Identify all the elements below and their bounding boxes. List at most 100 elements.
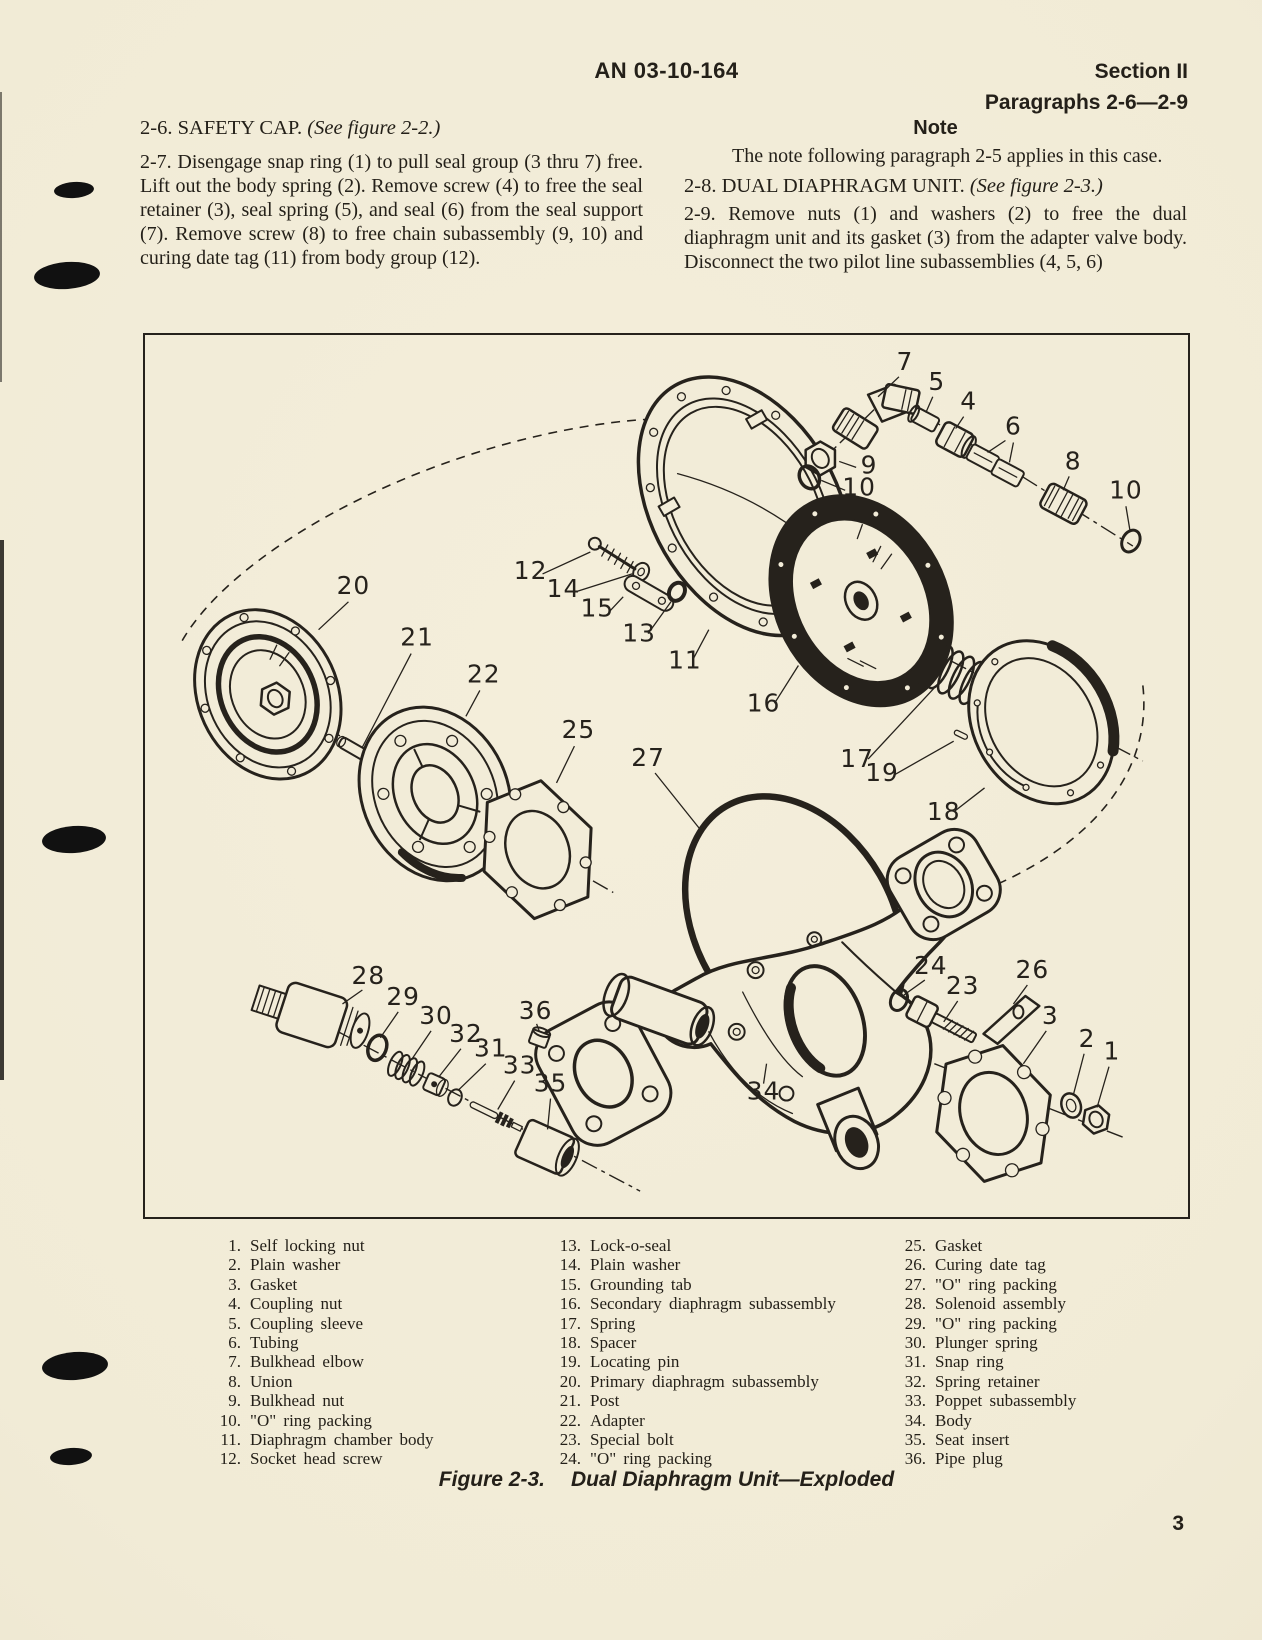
- parts-list-item: 6.Tubing: [228, 1333, 299, 1353]
- parts-list-item: 1.Self locking nut: [228, 1236, 365, 1255]
- part-32-spring-retainer: [422, 1072, 449, 1097]
- callout-leader-line: [953, 787, 985, 813]
- figure-callout-number: 14: [547, 574, 581, 603]
- scan-edge-artifact: [0, 92, 2, 382]
- figure-callout-number: 22: [467, 659, 501, 688]
- parts-list-item: 2.Plain washer: [228, 1255, 341, 1275]
- part-35-seat-insert: [514, 1118, 580, 1177]
- figure-callout-number: 10: [1109, 475, 1143, 504]
- parts-list-item: 16.Secondary diaphragm subassembly: [559, 1294, 836, 1314]
- part-10-o-ring: [1120, 528, 1142, 554]
- parts-list-item: 10."O" ring packing: [219, 1410, 372, 1430]
- figure-callout-number: 20: [337, 571, 371, 600]
- figure-callout-number: 35: [534, 1069, 568, 1098]
- punch-hole-mark: [41, 823, 107, 856]
- part-31-snap-ring: [447, 1088, 463, 1107]
- parts-list-item: 15.Grounding tab: [559, 1274, 692, 1294]
- figure-callout-number: 36: [519, 996, 553, 1025]
- figure-callout-number: 3: [1042, 1001, 1059, 1030]
- part-7-bulkhead-elbow: [831, 383, 921, 450]
- centerline: [281, 1001, 641, 1192]
- callout-leader-line: [575, 573, 633, 593]
- figure-callout-number: 10: [842, 472, 876, 501]
- figure-callout-number: 18: [927, 797, 961, 826]
- callout-layer: 7546810910121415131116171918202122252728…: [318, 347, 1143, 1130]
- heading-2-6-figure-ref: (See figure 2-2.): [307, 117, 441, 139]
- parts-list-item: 21.Post: [559, 1391, 620, 1411]
- part-29-o-ring: [366, 1033, 389, 1063]
- callout-leader-line: [608, 596, 624, 613]
- part-33-poppet-subassembly: [469, 1101, 523, 1132]
- callout-leader-line: [411, 1030, 432, 1060]
- parts-list-item: 30.Plunger spring: [904, 1333, 1038, 1353]
- part-8-union: [1039, 482, 1088, 525]
- parts-list-item: 4.Coupling nut: [228, 1294, 343, 1314]
- doc-number: AN 03-10-164: [594, 58, 739, 83]
- parts-list-item: 8.Union: [228, 1371, 293, 1391]
- parts-list-item: 29."O" ring packing: [904, 1313, 1057, 1333]
- callout-leader-line: [1125, 506, 1131, 531]
- figure-callout-number: 29: [386, 982, 420, 1011]
- figure-callout-number: 13: [622, 619, 656, 648]
- part-24-o-ring: [888, 988, 910, 1012]
- heading-2-8: 2-8. DUAL DIAPHRAGM UNIT. (See figure 2-…: [684, 174, 1187, 198]
- figure-callout-number: 16: [747, 688, 781, 717]
- callout-leader-line: [1008, 442, 1015, 463]
- paragraph-2-7: 2-7. Disengage snap ring (1) to pull sea…: [140, 151, 643, 269]
- callout-leader-line: [773, 665, 799, 704]
- parts-list-item: 13.Lock-o-seal: [559, 1236, 672, 1255]
- figure-callout-number: 1: [1104, 1037, 1121, 1066]
- parts-list-item: 23.Special bolt: [559, 1430, 674, 1450]
- figure-callout-number: 24: [914, 951, 948, 980]
- callout-leader-line: [555, 745, 575, 784]
- figure-callout-number: 34: [747, 1077, 781, 1106]
- parts-list-item: 34.Body: [904, 1410, 972, 1430]
- callout-leader-line: [342, 989, 363, 1005]
- callout-leader-line: [465, 690, 481, 717]
- figure-callout-number: 4: [960, 387, 977, 416]
- callout-leader-line: [361, 653, 412, 748]
- callout-leader-line: [839, 460, 857, 469]
- parts-list-item: 31.Snap ring: [904, 1352, 1004, 1372]
- punch-hole-mark: [41, 1349, 109, 1383]
- callout-leader-line: [943, 1000, 959, 1023]
- parts-list-item: 17.Spring: [559, 1313, 636, 1333]
- parts-list-item: 33.Poppet subassembly: [904, 1391, 1077, 1411]
- figure-callout-number: 28: [352, 961, 386, 990]
- callout-leader-line: [893, 740, 955, 776]
- heading-2-8-figure-ref: (See figure 2-3.): [969, 175, 1103, 197]
- part-28-solenoid-assembly: [250, 981, 371, 1049]
- part-22-adapter: [357, 705, 513, 883]
- figure-callout-number: 12: [514, 556, 548, 585]
- figure-callout-number: 31: [474, 1034, 508, 1063]
- figure-callout-number: 17: [840, 744, 874, 773]
- callout-leader-line: [379, 1011, 399, 1039]
- parts-list-item: 32.Spring retainer: [904, 1371, 1040, 1391]
- parts-list-item: 22.Adapter: [559, 1410, 645, 1430]
- part-20-primary-diaphragm: [193, 608, 343, 781]
- part-15-grounding-tab: [623, 574, 675, 612]
- callout-leader-line: [987, 439, 1006, 454]
- callout-leader-line: [497, 1080, 516, 1110]
- figure-callout-number: 32: [449, 1019, 483, 1048]
- note-body: The note following paragraph 2-5 applies…: [732, 145, 1163, 167]
- callout-leader-line: [1012, 984, 1028, 1005]
- scan-edge-artifact: [0, 540, 4, 1080]
- callout-leader-line: [542, 551, 591, 575]
- heading-2-6: 2-6. SAFETY CAP. (See figure 2-2.): [140, 116, 643, 140]
- note-title: Note: [913, 117, 958, 139]
- parts-list-item: 5.Coupling sleeve: [228, 1313, 364, 1333]
- parts-list-item: 18.Spacer: [559, 1333, 637, 1353]
- parts-list-item: 11.Diaphragm chamber body: [220, 1430, 434, 1450]
- dashed-envelope-arc: [181, 417, 785, 642]
- callout-leader-line: [546, 1098, 552, 1130]
- callout-leader-line: [955, 416, 965, 429]
- part-23-special-bolt: [905, 995, 978, 1044]
- callout-leader-line: [692, 629, 710, 660]
- header-right: Section II Paragraphs 2-6—2-9: [985, 56, 1188, 118]
